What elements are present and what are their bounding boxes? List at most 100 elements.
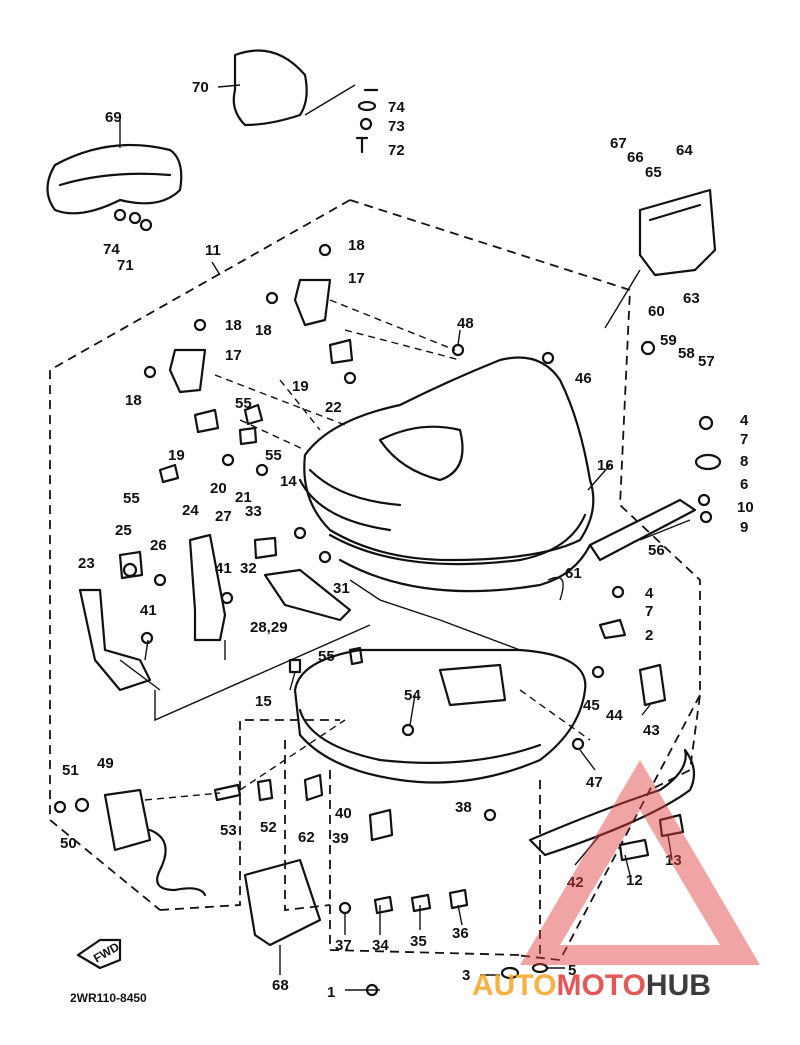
taillight-48 — [103, 788, 207, 897]
callout-17a: 17 — [348, 270, 365, 287]
callout-8: 8 — [740, 453, 748, 470]
callout-73: 74 — [388, 99, 405, 116]
callout-23: 23 — [78, 555, 95, 572]
lock-62 — [638, 188, 717, 277]
watermark-triangle-icon — [520, 760, 760, 965]
callout-numbers: 70 74 73 72 69 74 71 11 18 17 18 18 17 1… — [60, 79, 754, 1001]
callout-16: 16 — [597, 457, 614, 474]
callout-24: 24 — [182, 502, 199, 519]
callout-31: 32 — [240, 560, 257, 577]
callout-62: 63 — [683, 290, 700, 307]
callout-37: 38 — [455, 799, 472, 816]
watermark-hub: HUB — [646, 969, 711, 1002]
callout-21: 21 — [235, 489, 252, 506]
svg-text:AUTOMOTOHUB: AUTOMOTOHUB — [472, 969, 711, 1002]
callout-43: 44 — [606, 707, 623, 724]
callout-54c: 55 — [123, 490, 140, 507]
callout-54d: 55 — [318, 648, 335, 665]
callout-11: 11 — [205, 242, 221, 259]
diagram-code: 2WR110-8450 — [70, 991, 147, 1005]
callout-48: 49 — [97, 755, 114, 772]
callout-28-29: 28,29 — [250, 619, 288, 636]
callout-59: 60 — [648, 303, 665, 320]
callout-34: 35 — [410, 933, 427, 950]
callout-51: 52 — [260, 819, 277, 836]
cover-67 — [243, 858, 322, 947]
pad-68 — [46, 143, 183, 215]
callout-46: 47 — [586, 774, 603, 791]
callout-18d: 18 — [125, 392, 142, 409]
callout-64: 65 — [645, 164, 662, 181]
callout-44: 45 — [583, 697, 600, 714]
callout-13: 13 — [665, 852, 682, 869]
callout-58: 59 — [660, 332, 677, 349]
callout-12: 12 — [626, 872, 643, 889]
callout-42: 43 — [643, 722, 660, 739]
callout-2: 2 — [645, 627, 653, 644]
callout-18c: 18 — [225, 317, 242, 334]
hardware-70-74 — [113, 88, 379, 232]
callout-45: 46 — [575, 370, 592, 387]
callout-39: 40 — [335, 805, 352, 822]
stay-23 — [78, 588, 152, 692]
callout-18b: 18 — [255, 322, 272, 339]
fwd-arrow-icon: FWD — [76, 938, 122, 970]
callout-40b: 41 — [140, 602, 157, 619]
callout-67: 68 — [272, 977, 289, 994]
callout-38: 39 — [332, 830, 349, 847]
callout-49: 50 — [60, 835, 77, 852]
callout-10: 10 — [737, 499, 754, 516]
callout-4b: 4 — [645, 585, 654, 602]
callout-69: 70 — [192, 79, 209, 96]
callout-7a: 7 — [740, 431, 748, 448]
leader-lines — [119, 84, 691, 991]
callout-55: 56 — [648, 542, 665, 559]
callout-32: 33 — [245, 503, 262, 520]
watermark-moto: MOTO — [556, 969, 645, 1002]
callout-54b: 55 — [265, 447, 282, 464]
callout-50: 51 — [62, 762, 79, 779]
callout-54a: 55 — [235, 395, 252, 412]
callout-71: 72 — [388, 142, 405, 159]
callout-25: 25 — [115, 522, 132, 539]
callout-26: 26 — [150, 537, 167, 554]
base-tray — [293, 648, 587, 784]
reflector-41 — [528, 748, 696, 857]
callout-57: 58 — [678, 345, 695, 362]
callout-63: 64 — [676, 142, 693, 159]
callout-33: 34 — [372, 937, 389, 954]
callout-41: 42 — [567, 874, 584, 891]
callout-4a: 4 — [740, 412, 749, 429]
watermark-logo: AUTOMOTOHUB — [472, 760, 760, 1002]
watermark-auto: AUTO — [472, 969, 556, 1002]
stay-24 — [188, 533, 227, 642]
callout-73b: 74 — [103, 241, 120, 258]
callout-53: 54 — [404, 687, 421, 704]
callout-72: 73 — [388, 118, 405, 135]
callout-18a: 18 — [348, 237, 365, 254]
callout-61: 62 — [298, 829, 315, 846]
callout-17b: 17 — [225, 347, 242, 364]
callout-19b: 19 — [168, 447, 185, 464]
callout-36: 37 — [335, 937, 352, 954]
callout-68: 69 — [105, 109, 122, 126]
callout-65: 66 — [627, 149, 644, 166]
callout-35: 36 — [452, 925, 469, 942]
callout-15: 15 — [255, 693, 272, 710]
top-case-lid — [298, 356, 595, 593]
callout-52: 53 — [220, 822, 237, 839]
callout-40a: 41 — [215, 560, 232, 577]
callout-56: 57 — [698, 353, 715, 370]
small-parts — [53, 243, 722, 997]
bracket-55 — [588, 498, 697, 562]
callout-9: 9 — [740, 519, 748, 536]
callout-1: 1 — [327, 984, 335, 1001]
callout-14: 14 — [280, 473, 297, 490]
bracket-28 — [263, 568, 352, 622]
pad-69 — [232, 49, 308, 127]
callout-6: 6 — [740, 476, 748, 493]
callout-47: 48 — [457, 315, 474, 332]
callout-20: 20 — [210, 480, 227, 497]
